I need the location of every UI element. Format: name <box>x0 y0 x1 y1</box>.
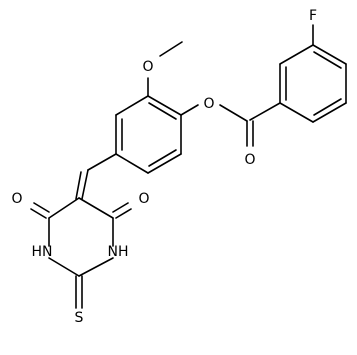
atom-labels: F O O O O O HN NH S <box>11 8 317 326</box>
bond <box>159 41 183 57</box>
bond <box>249 102 281 121</box>
bond <box>78 197 114 219</box>
bond <box>81 169 89 200</box>
bond <box>112 202 129 213</box>
bond <box>279 102 314 123</box>
bond <box>180 104 199 116</box>
bond <box>48 197 80 219</box>
bond <box>115 153 149 174</box>
bond <box>147 95 182 116</box>
bond <box>279 44 314 65</box>
bond <box>115 208 132 219</box>
carbonyl-oxygen-label: O <box>244 152 255 168</box>
fluorine-label: F <box>309 8 317 24</box>
left-nh-label: HN <box>32 244 53 260</box>
bond <box>87 153 117 171</box>
bond <box>75 171 82 200</box>
bond <box>48 257 80 277</box>
left-carbonyl-oxygen-label: O <box>11 191 22 207</box>
bond <box>30 208 47 219</box>
bonds <box>30 24 347 309</box>
bond <box>148 102 177 120</box>
bond <box>313 51 342 69</box>
bond <box>33 202 50 213</box>
bond <box>313 98 342 116</box>
bond <box>219 104 248 122</box>
bond <box>148 149 177 167</box>
bond <box>312 44 347 65</box>
methoxy-oxygen-label: O <box>142 59 153 75</box>
bond <box>78 257 114 277</box>
bond <box>147 153 182 174</box>
right-carbonyl-oxygen-label: O <box>138 191 149 207</box>
ester-oxygen-label: O <box>203 96 214 112</box>
sulfur-label: S <box>75 310 84 326</box>
bond <box>312 102 347 123</box>
bond <box>115 95 149 116</box>
right-nh-label: NH <box>108 244 129 260</box>
